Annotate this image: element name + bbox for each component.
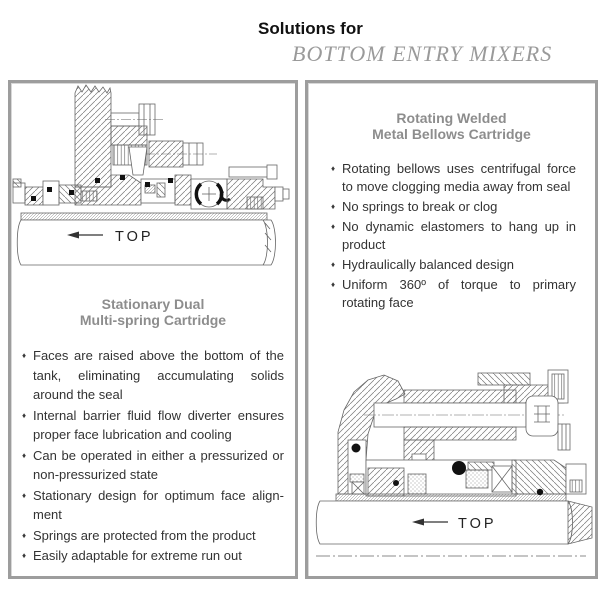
bullet-text: Hydraulically balanced design: [342, 257, 514, 272]
left-arrow-icon: [67, 231, 103, 239]
left-arrow-icon: [412, 518, 448, 526]
right-panel-rotating-bellows: Rotating Welded Metal Bellows Cartridge …: [305, 80, 598, 579]
bullet-text: No dynamic elastomers to hang up in prod…: [342, 219, 576, 252]
diagram-top-label: TOP: [458, 516, 497, 532]
bullet-icon: ♦: [22, 490, 27, 500]
bullet-icon: ♦: [331, 164, 336, 173]
panel-heading: Rotating Welded Metal Bellows Cartridge: [308, 110, 595, 142]
list-item: ♦ Springs are protected from the product: [15, 526, 284, 546]
bullet-text: Internal barrier fluid flow diverter ens…: [33, 407, 284, 443]
bullet-text: Easily adaptable for extreme run out: [33, 548, 242, 563]
panel-heading-line2: Multi-spring Cartridge: [79, 312, 227, 328]
list-item: ♦ Easily adaptable for extreme run out: [15, 546, 284, 566]
panel-heading-line1: Stationary Dual: [101, 296, 205, 312]
list-item: ♦ No springs to break or clog: [324, 198, 576, 216]
bullet-text: Can be operated in either a pressurized …: [33, 447, 284, 483]
metal-bellows-seal-diagram: TOP: [315, 369, 593, 557]
list-item: ♦ Hydraulically balanced design: [324, 256, 576, 274]
list-item: ♦ Rotating bellows uses centrifugal forc…: [324, 160, 576, 196]
bullet-icon: ♦: [22, 551, 27, 560]
bullet-icon: ♦: [331, 202, 336, 211]
bullet-icon: ♦: [331, 260, 336, 269]
bullet-list: ♦ Faces are raised above the bottom of t…: [15, 346, 284, 566]
bullet-icon: ♦: [22, 450, 27, 460]
bullet-text: Faces are raised above the bottom of the…: [33, 348, 284, 402]
bullet-text: Rotating bellows uses centrifugal force …: [342, 161, 576, 194]
list-item: ♦ Internal barrier fluid flow diverter e…: [15, 406, 284, 445]
bullet-icon: ♦: [22, 351, 27, 360]
bullet-text: Springs are protected from the product: [33, 527, 256, 543]
left-panel-stationary-dual: TOP Stationary Dual Multi-spring Cartrid…: [8, 80, 298, 579]
panel-heading: Stationary Dual Multi-spring Cartridge: [11, 296, 295, 328]
panel-heading-line1: Rotating Welded: [396, 110, 507, 126]
bullet-text: No springs to break or clog: [342, 199, 498, 214]
bullet-text: Stationary design for optimum face align…: [33, 487, 284, 523]
list-item: ♦ Faces are raised above the bottom of t…: [15, 346, 284, 405]
list-item: ♦ Can be operated in either a pressurize…: [15, 446, 284, 485]
diagram-top-label: TOP: [115, 229, 154, 245]
stationary-dual-seal-diagram: TOP: [12, 84, 290, 266]
bullet-icon: ♦: [331, 280, 336, 289]
bullet-icon: ♦: [22, 530, 27, 540]
bullet-list: ♦ Rotating bellows uses centrifugal forc…: [324, 160, 576, 312]
panel-heading-line2: Metal Bellows Cartridge: [372, 126, 531, 142]
page-title: BOTTOM ENTRY MIXERS: [292, 41, 553, 66]
bullet-text: Uniform 360º of torque to primary rotati…: [342, 277, 576, 310]
header-kicker: Solutions for: [258, 19, 363, 38]
bullet-icon: ♦: [22, 410, 27, 420]
list-item: ♦ No dynamic elastomers to hang up in pr…: [324, 218, 576, 254]
bullet-icon: ♦: [331, 222, 336, 231]
list-item: ♦ Uniform 360º of torque to primary rota…: [324, 276, 576, 312]
list-item: ♦ Stationary design for optimum face ali…: [15, 486, 284, 525]
